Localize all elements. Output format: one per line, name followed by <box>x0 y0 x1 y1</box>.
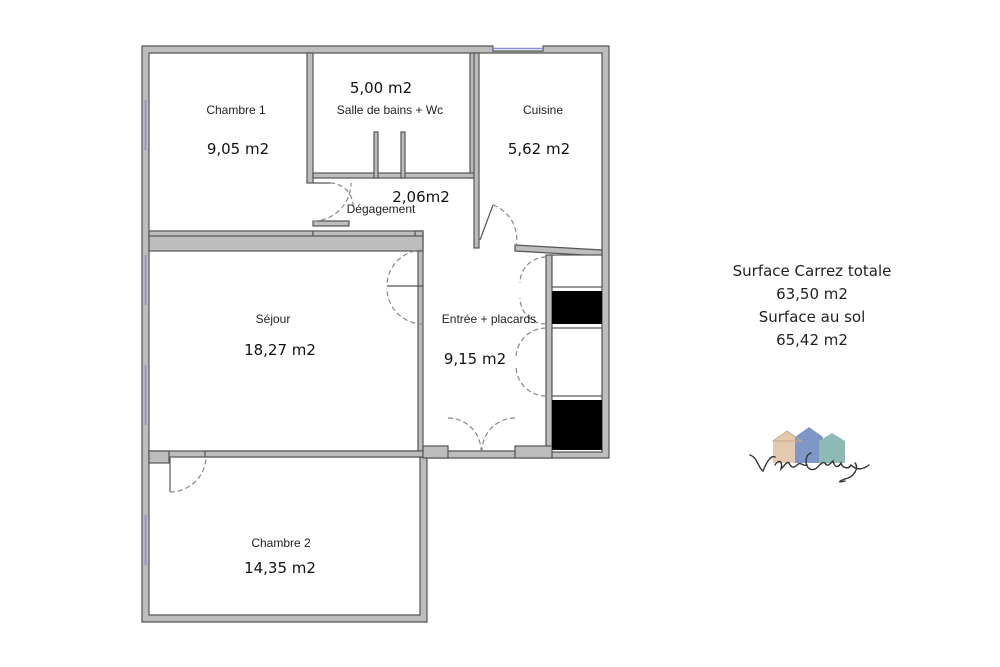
door-sejour-double[interactable] <box>386 249 424 325</box>
shelf-1 <box>551 254 603 288</box>
room-name-entree: Entrée + placards <box>442 312 536 326</box>
wall-degagement-stub <box>312 220 350 227</box>
house-logo-icon <box>749 427 870 483</box>
closet-2 <box>552 400 602 450</box>
wall-entree-bottom-left <box>422 445 449 459</box>
door-sdb[interactable] <box>329 182 354 207</box>
wall-sejour-top <box>148 235 424 252</box>
room-name-chambre1: Chambre 1 <box>206 103 266 117</box>
room-name-chambre2: Chambre 2 <box>251 536 311 550</box>
room-area-sdb: 5,00 m2 <box>350 79 412 97</box>
room-name-sejour: Séjour <box>256 312 291 326</box>
door-entree-double[interactable] <box>447 417 516 452</box>
sol-value: 65,42 m2 <box>776 331 848 349</box>
room-area-chambre1: 9,05 m2 <box>207 140 269 158</box>
wall-cuisine-left <box>473 52 480 249</box>
wall-chambre2-top-left <box>148 450 170 464</box>
carrez-label: Surface Carrez totale <box>732 262 892 280</box>
room-area-cuisine: 5,62 m2 <box>508 140 570 158</box>
signature-icon <box>749 452 870 483</box>
room-name-degagement: Dégagement <box>347 202 416 216</box>
carrez-value: 63,50 m2 <box>776 285 848 303</box>
room-area-chambre2: 14,35 m2 <box>244 559 316 577</box>
wall-entree-right <box>545 254 553 453</box>
surface-summary: Surface Carrez totale 63,50 m2 Surface a… <box>712 260 912 352</box>
wall-sejour-right <box>417 250 424 458</box>
wall-chambre1-right <box>306 52 314 184</box>
shelf-2 <box>551 327 603 397</box>
door-placard-1[interactable] <box>519 256 547 325</box>
room-name-cuisine: Cuisine <box>523 103 563 117</box>
wall-sdb-inner-2 <box>400 131 406 179</box>
door-chambre1[interactable] <box>312 182 352 222</box>
door-placard-2[interactable] <box>515 327 547 397</box>
room-area-sejour: 18,27 m2 <box>244 341 316 359</box>
closet-1 <box>552 291 602 324</box>
sol-label: Surface au sol <box>758 308 866 326</box>
wall-cuisine-bottom <box>514 244 603 257</box>
wall-chambre2-top-right <box>204 450 424 458</box>
room-name-sdb: Salle de bains + Wc <box>337 103 443 117</box>
wall-sdb-bottom <box>312 172 477 179</box>
door-cuisine[interactable] <box>479 204 518 247</box>
wall-sdb-inner-1 <box>373 131 379 179</box>
door-chambre2[interactable] <box>169 456 207 493</box>
room-area-entree: 9,15 m2 <box>444 350 506 368</box>
wall-entree-bottom-right <box>514 445 553 459</box>
room-area-degagement: 2,06m2 <box>392 188 450 206</box>
